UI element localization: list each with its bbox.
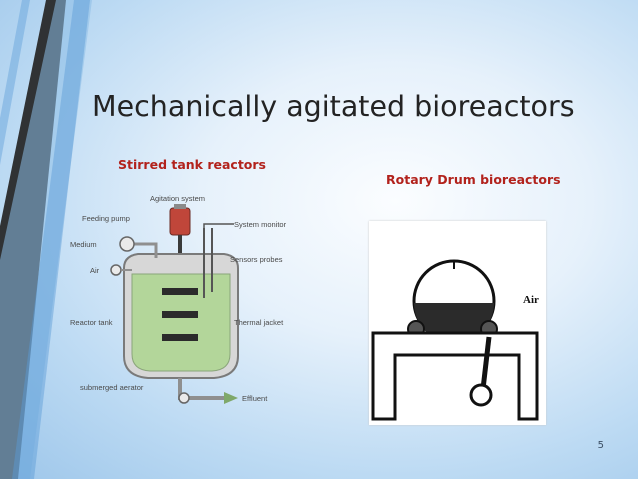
impeller-bottom	[162, 334, 198, 341]
effluent-arrow-icon	[224, 392, 238, 404]
label-medium: Medium	[70, 240, 97, 249]
stirred-tank-diagram: Agitation system Feeding pump Medium Air…	[70, 194, 287, 404]
label-air: Air	[90, 266, 100, 275]
drive-wheel-icon	[469, 383, 493, 407]
label-reactor-tank: Reactor tank	[70, 318, 113, 327]
aerator-icon	[178, 392, 190, 404]
label-sensors-probes: Sensors probes	[230, 255, 283, 264]
rotary-drum-diagram: Air	[369, 221, 546, 425]
stirred-tank-heading: Stirred tank reactors	[118, 157, 266, 172]
label-thermal-jacket: Thermal jacket	[234, 318, 284, 327]
stripe-blue-thin	[0, 0, 30, 165]
label-agitation-system: Agitation system	[150, 194, 205, 203]
air-label: Air	[523, 294, 539, 306]
stripe-dark	[0, 0, 66, 479]
feeding-pump-icon	[119, 236, 135, 252]
motor-cap	[174, 204, 186, 209]
feed-pipe	[132, 242, 158, 258]
impeller-top	[162, 288, 198, 295]
motor-icon	[169, 207, 191, 236]
air-inlet-icon	[110, 264, 122, 276]
monitor-line	[203, 223, 234, 228]
label-system-monitor: System monitor	[234, 220, 287, 229]
rotary-drum-heading: Rotary Drum bioreactors	[386, 172, 561, 187]
tank-liquid	[131, 273, 231, 372]
label-feeding-pump: Feeding pump	[82, 214, 130, 223]
label-submerged-aerator: submerged aerator	[80, 383, 144, 392]
page-number: 5	[597, 440, 604, 451]
drive-rod	[480, 336, 492, 390]
label-effluent: Effluent	[242, 394, 268, 403]
impeller-mid	[162, 311, 198, 318]
slide-title: Mechanically agitated bioreactors	[92, 90, 575, 123]
frame	[371, 331, 539, 421]
